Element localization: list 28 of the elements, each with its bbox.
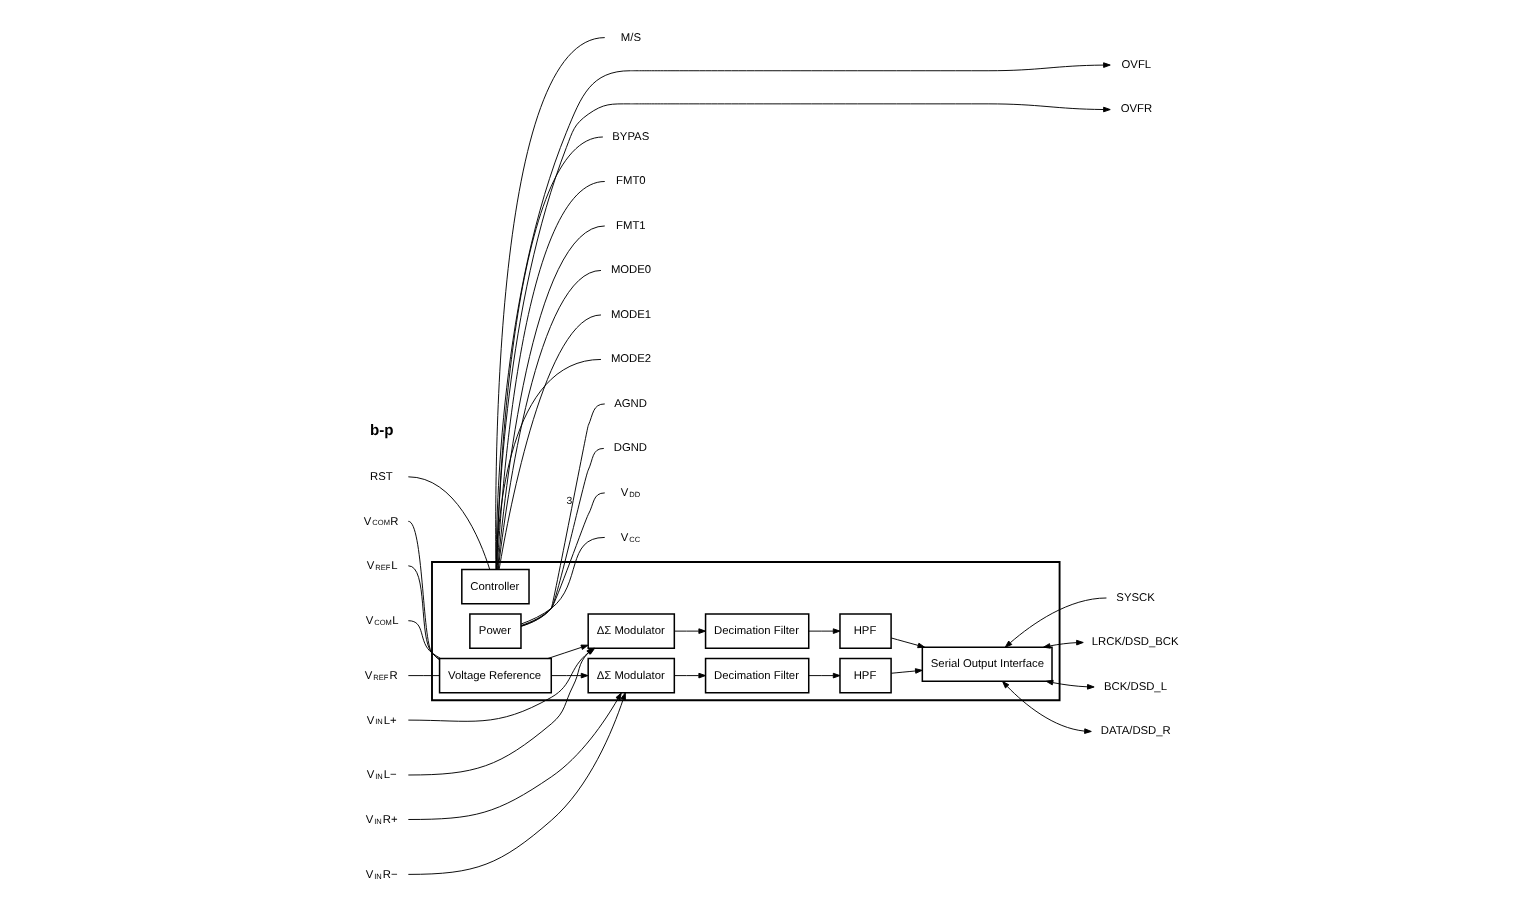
arrow	[550, 672, 588, 679]
connector	[519, 447, 604, 627]
arrow	[1003, 597, 1106, 648]
arrow	[673, 672, 705, 679]
arrow	[546, 644, 588, 659]
connector	[494, 37, 605, 570]
arrow	[807, 672, 840, 679]
connector	[406, 565, 440, 660]
connector	[519, 492, 605, 626]
label: b-p	[368, 420, 393, 439]
arrow	[406, 692, 621, 820]
arrow	[807, 628, 840, 634]
connector	[406, 520, 439, 661]
connector	[494, 358, 601, 571]
arrow	[889, 668, 922, 674]
connector	[497, 314, 601, 570]
arrow	[406, 692, 625, 875]
connector	[519, 403, 605, 627]
arrow	[1042, 639, 1083, 649]
arrow	[1044, 679, 1094, 690]
arrow	[673, 628, 705, 634]
arrow	[889, 637, 925, 649]
arrow	[1001, 681, 1091, 734]
connector	[496, 270, 601, 570]
connector	[406, 476, 490, 570]
connector	[406, 675, 439, 677]
connector	[406, 620, 440, 659]
connector	[519, 536, 605, 625]
